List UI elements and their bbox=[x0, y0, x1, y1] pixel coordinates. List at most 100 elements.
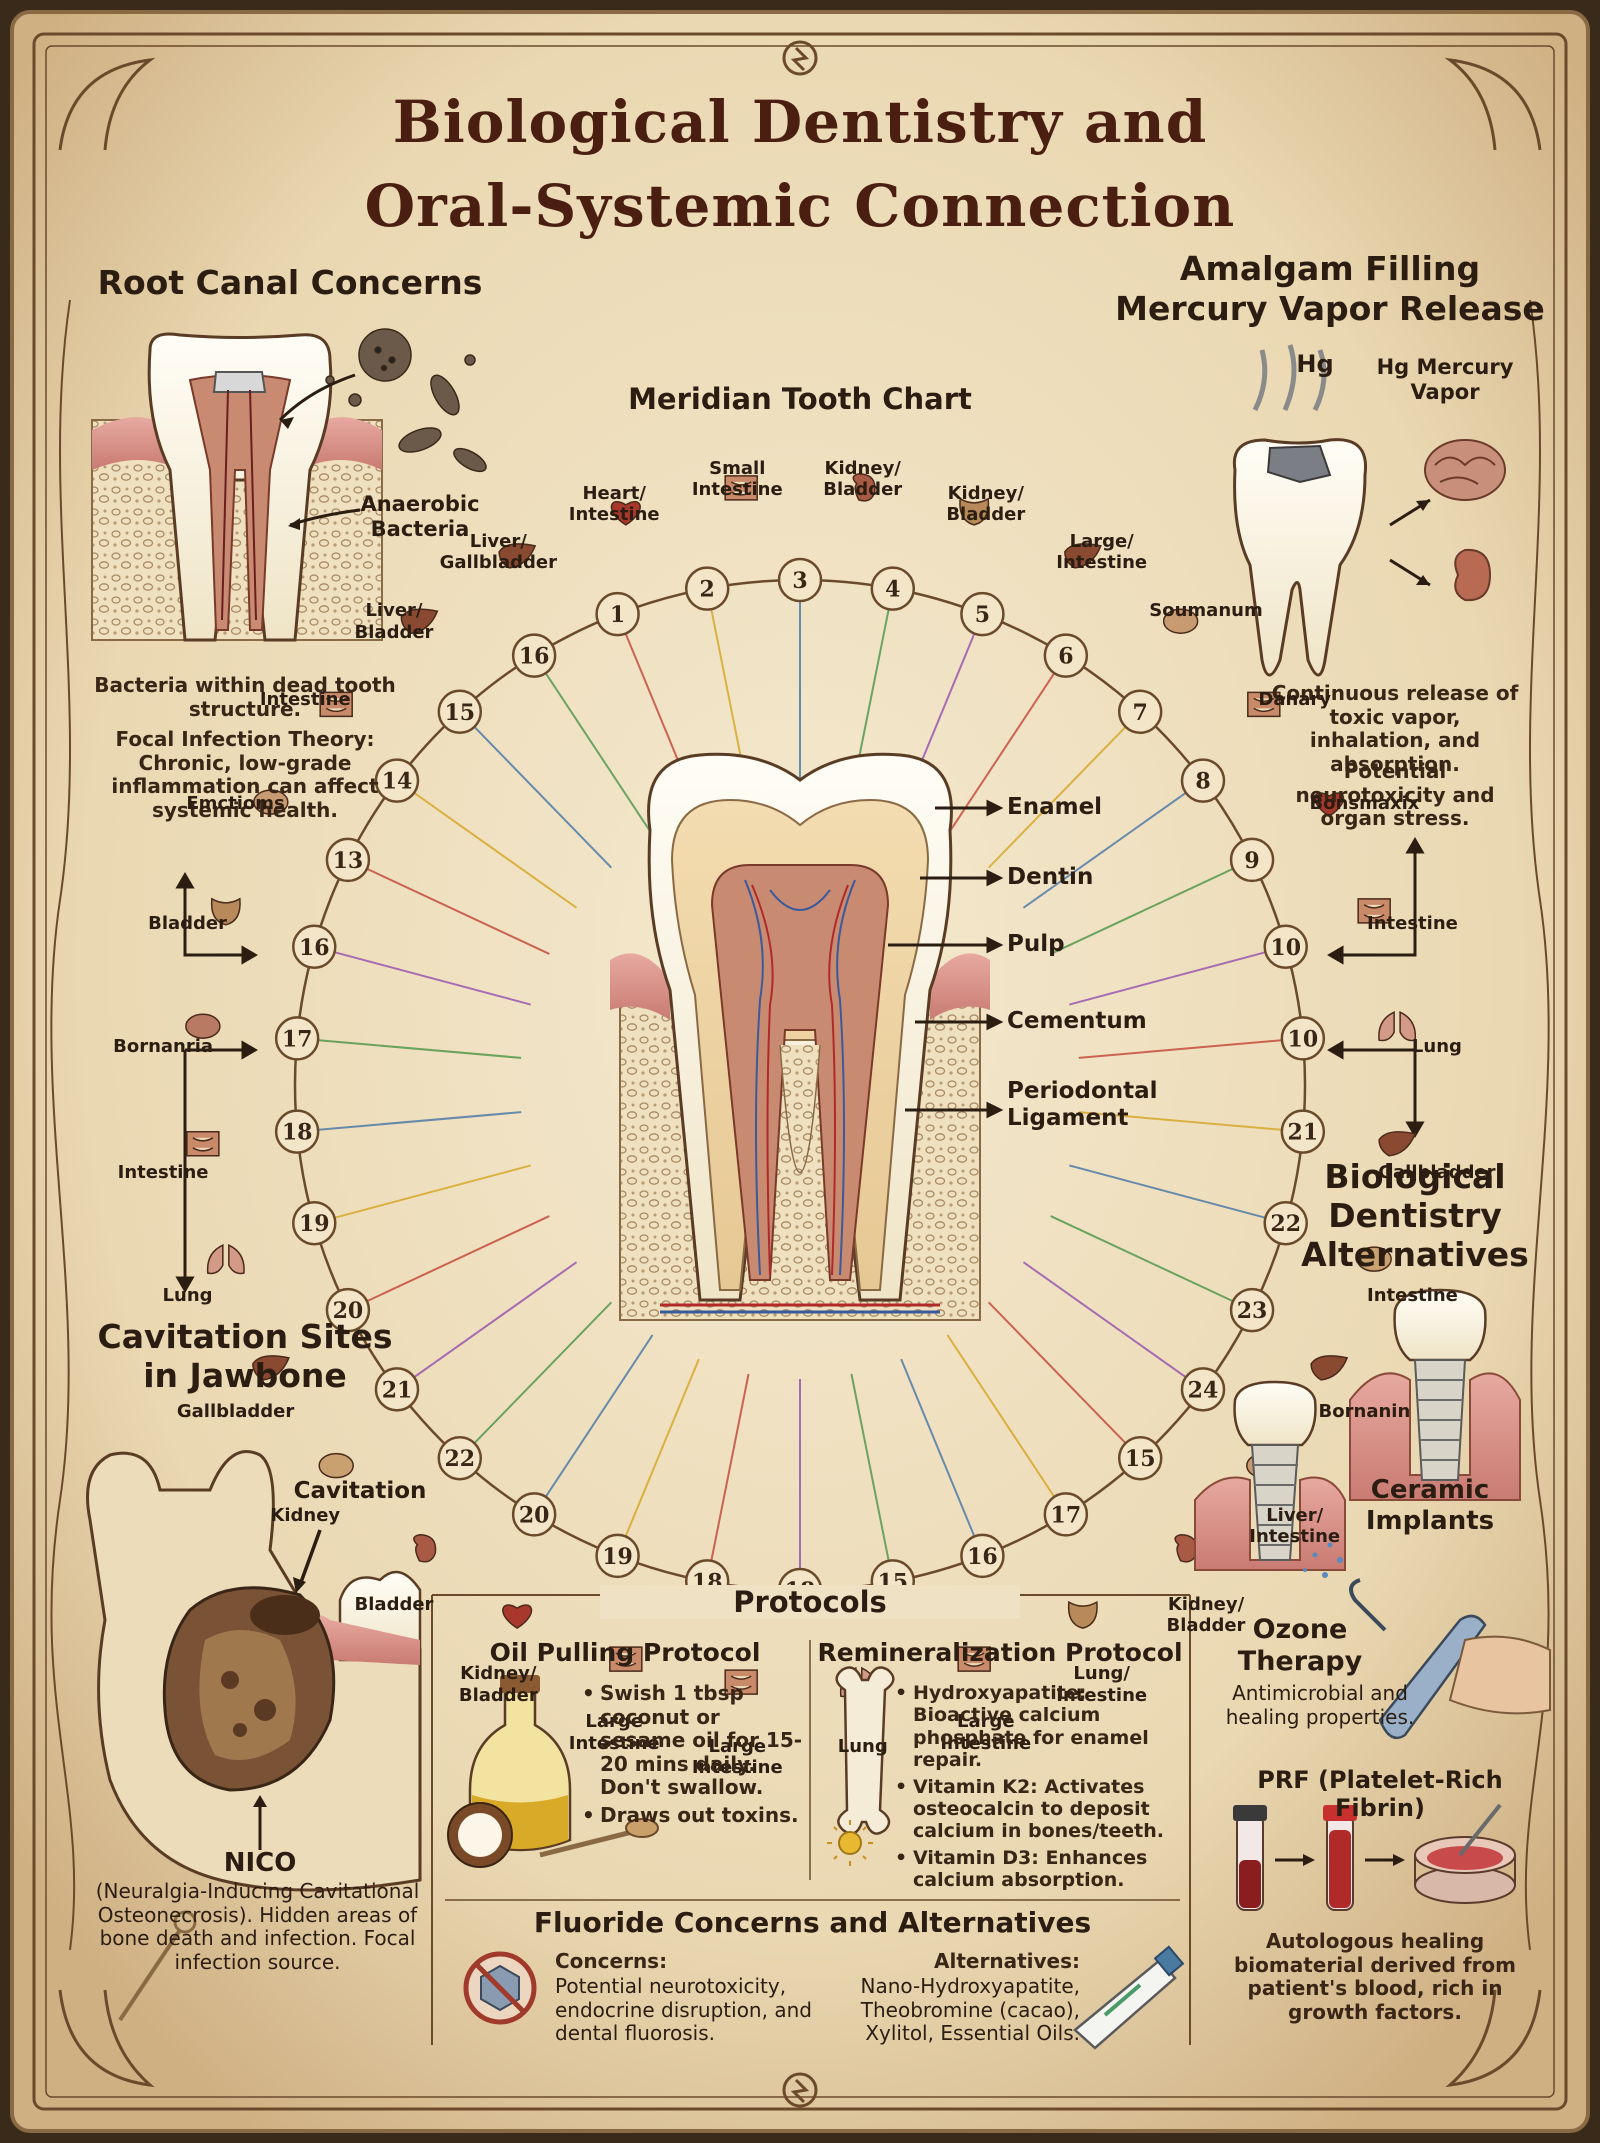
fluoride-alternatives-desc: Nano-Hydroxyapatite, Theobromine (cacao)… bbox=[860, 1974, 1080, 2046]
tooth-number-badge bbox=[1280, 1016, 1326, 1061]
organ-label: Lung bbox=[1411, 1036, 1462, 1058]
tooth-number: 16 bbox=[519, 644, 550, 670]
tooth-number-badge bbox=[1043, 633, 1089, 678]
meridian-spoke bbox=[900, 1358, 984, 1557]
remineralization-item: Vitamin K2: Activates osteocalcin to dep… bbox=[895, 1776, 1185, 1843]
lung-icon bbox=[206, 1243, 245, 1275]
stomach-icon bbox=[1162, 608, 1199, 634]
tooth-number-badge bbox=[1117, 1435, 1163, 1481]
pancreas-icon bbox=[318, 1452, 354, 1479]
organ-label: Bladder bbox=[354, 1593, 434, 1615]
gum bbox=[610, 953, 670, 1020]
oil-bottle-illustration bbox=[447, 1675, 659, 1868]
organ-label: Lung bbox=[837, 1735, 888, 1757]
meridian-spoke bbox=[396, 1261, 578, 1391]
ozone-therapy-desc: Antimicrobial and healing properties. bbox=[1225, 1681, 1415, 1729]
organ-label: Intestine bbox=[259, 688, 351, 710]
tooth-number: 17 bbox=[282, 1026, 313, 1052]
liver-icon bbox=[1064, 543, 1102, 569]
tooth-number: 18 bbox=[282, 1120, 313, 1146]
oil-pulling-title: Oil Pulling Protocol bbox=[489, 1638, 761, 1667]
oil-pulling-list: Swish 1 tbsp coconut or sesame oil for 1… bbox=[582, 1681, 807, 1832]
prf-desc: Autologous healing biomaterial derived f… bbox=[1233, 1929, 1517, 2024]
ozone-device-illustration bbox=[1303, 1542, 1551, 1740]
anaerobic-bacteria-label: Anaerobic Bacteria bbox=[360, 492, 480, 541]
remineralization-list: Hydroxyapatite: Bioactive calcium phosph… bbox=[895, 1682, 1185, 1896]
organ-label: Soumanum bbox=[1149, 600, 1263, 622]
layer-pointers bbox=[888, 799, 1004, 1119]
organ-label: Intestine bbox=[1367, 913, 1458, 935]
hg-mercury-vapor-label: Hg Mercury Vapor bbox=[1376, 355, 1514, 404]
implant-crown-1 bbox=[1393, 1288, 1487, 1362]
tooth-number-badge bbox=[292, 1200, 337, 1246]
tooth-number: 6 bbox=[1058, 644, 1073, 670]
meridian-spoke bbox=[459, 1301, 613, 1459]
tooth-number: 4 bbox=[885, 577, 900, 603]
tooth-number: 24 bbox=[1188, 1377, 1219, 1403]
tooth-number: 8 bbox=[1195, 769, 1210, 795]
bio-alt-heading: Biological Dentistry Alternatives bbox=[1301, 1157, 1529, 1274]
meridian-spoke bbox=[533, 655, 654, 836]
meridian-spoke bbox=[706, 1373, 750, 1582]
organ-label: Kidney bbox=[270, 1505, 341, 1526]
layer-label-cementum: Cementum bbox=[1007, 1008, 1147, 1034]
amalgam-desc-1: Continuous release of toxic vapor, inhal… bbox=[1271, 681, 1519, 776]
fluoride-title: Fluoride Concerns and Alternatives bbox=[533, 1906, 1092, 1939]
nico-title: NICO bbox=[223, 1848, 297, 1878]
intestine-icon bbox=[186, 1131, 220, 1157]
meridian-spoke bbox=[314, 945, 531, 1006]
meridian-spoke bbox=[314, 1164, 531, 1225]
bladder-icon bbox=[1067, 1600, 1098, 1629]
kidney-icon bbox=[1454, 548, 1492, 602]
meridian-spoke bbox=[347, 1215, 550, 1312]
intestine-icon bbox=[609, 1646, 643, 1672]
tooth-number: 13 bbox=[333, 848, 364, 874]
tooth-number: 20 bbox=[333, 1298, 364, 1324]
tooth-number-badge bbox=[1117, 689, 1163, 735]
stomach-icon bbox=[253, 789, 289, 815]
bladder-icon bbox=[210, 897, 241, 926]
meridian-spoke bbox=[987, 1301, 1141, 1459]
tooth-number-badge bbox=[1229, 837, 1275, 883]
tooth-number-badge bbox=[274, 1109, 320, 1154]
organ-label: Large/ Intestine bbox=[1056, 530, 1148, 573]
intestine-icon bbox=[1247, 691, 1281, 718]
meridian-spoke bbox=[297, 1111, 522, 1133]
tooth-number-badge bbox=[595, 1533, 640, 1579]
nico-description: (Neuralgia-Inducing Cavitational Osteone… bbox=[95, 1879, 420, 1974]
root-canal-desc-2: Focal Infection Theory: Chronic, low-gra… bbox=[111, 727, 379, 822]
organ-label: Liver/ Gallbladder bbox=[439, 530, 557, 573]
tooth-number-badge bbox=[374, 1367, 420, 1412]
prf-title: PRF (Platelet-Rich Fibrin) bbox=[1257, 1766, 1503, 1823]
organ-label: Emctioms bbox=[186, 793, 285, 815]
meridian-spoke bbox=[297, 1037, 522, 1059]
tooth-number-badge bbox=[325, 837, 371, 883]
layer-label-pulp: Pulp bbox=[1007, 931, 1065, 957]
organ-label: Kidney/ Bladder bbox=[823, 458, 903, 501]
organ-label: Intestine bbox=[117, 1161, 209, 1183]
tooth-number: 2 bbox=[700, 577, 715, 603]
tooth-number-badge bbox=[777, 557, 823, 603]
tooth-number-badge bbox=[274, 1016, 320, 1061]
ceramic-implants-label: Ceramic Implants bbox=[1365, 1475, 1495, 1536]
meridian-spoke bbox=[459, 711, 613, 869]
tooth-number: 9 bbox=[1244, 848, 1259, 874]
tooth-number-badge bbox=[1263, 924, 1308, 970]
tooth-number: 22 bbox=[1270, 1211, 1301, 1237]
tooth-number: 10 bbox=[1270, 935, 1301, 961]
outer-border bbox=[32, 32, 1568, 2111]
corner-ornaments bbox=[50, 40, 1550, 2108]
intestine-icon bbox=[1357, 898, 1391, 924]
layer-label-periodontal-ligament: Periodontal Ligament bbox=[1007, 1078, 1158, 1132]
central-tooth bbox=[610, 752, 990, 1321]
fluoride-alternatives-title: Alternatives: bbox=[934, 1949, 1080, 1973]
oil-pulling-item: Swish 1 tbsp coconut or sesame oil for 1… bbox=[582, 1681, 807, 1800]
organ-label: Kidney/ Bladder bbox=[946, 482, 1026, 525]
meridian-spoke bbox=[850, 1373, 894, 1582]
tooth-number-badge bbox=[437, 1435, 483, 1481]
tooth-number-badge bbox=[960, 591, 1005, 637]
tooth-number-badge bbox=[325, 1287, 371, 1333]
tooth-number-badge bbox=[870, 566, 916, 611]
page-subtitle: Oral-Systemic Connection bbox=[364, 172, 1236, 240]
heart-icon bbox=[1314, 792, 1345, 818]
